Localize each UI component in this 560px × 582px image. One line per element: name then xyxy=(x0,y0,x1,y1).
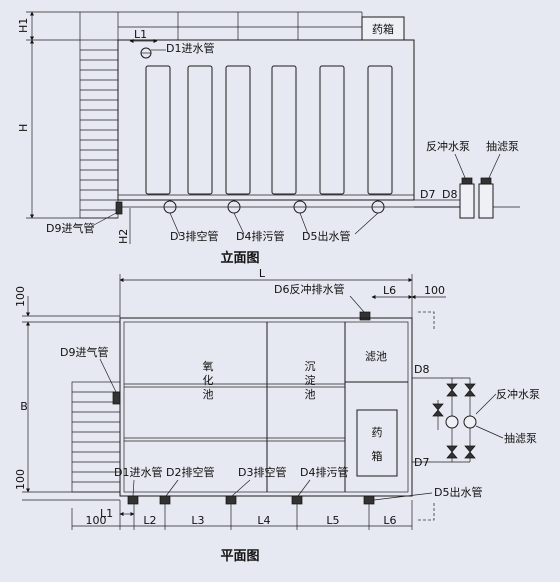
plan-stairs xyxy=(71,381,121,493)
plan-l1-dim: L1 xyxy=(100,507,113,520)
elevation-h2-dim: H2 xyxy=(117,229,130,244)
plan-pump-piping xyxy=(412,311,477,521)
plan-d9-stub xyxy=(112,391,121,405)
svg-text:箱: 箱 xyxy=(372,449,383,463)
svg-text:沉: 沉 xyxy=(305,360,316,373)
elevation-d9-label: D9进气管 xyxy=(46,221,94,235)
elevation-medicine-box-label: 药箱 xyxy=(372,22,394,36)
plan-left-100-dim: 100 xyxy=(14,469,27,490)
plan-backwash-pump-label: 反冲水泵 xyxy=(496,387,540,401)
plan-caption: 平面图 xyxy=(220,549,259,564)
elevation-filter-pump-label: 抽滤泵 xyxy=(486,139,519,153)
plan-l4-dim: L4 xyxy=(257,514,270,527)
plan-d7-label: D7 xyxy=(414,456,429,469)
plan-bottom-outlets xyxy=(127,495,375,505)
svg-text:药: 药 xyxy=(372,426,383,439)
svg-text:氧: 氧 xyxy=(203,359,214,373)
elevation-d9-stub xyxy=(115,201,123,215)
plan-oxidation-tank-label: 氧 化 池 xyxy=(203,359,214,401)
plan-l-dim: L xyxy=(259,267,266,280)
plan-sedimentation-tank-label: 沉 淀 池 xyxy=(305,360,316,401)
elevation-d1-label: D1进水管 xyxy=(166,41,214,55)
svg-text:池: 池 xyxy=(203,388,214,401)
elevation-d5-label: D5出水管 xyxy=(302,229,350,243)
plan-d4-label: D4排污管 xyxy=(300,465,348,479)
plan-medicine-box xyxy=(356,409,398,477)
elevation-railing xyxy=(79,11,363,40)
elevation-h-dim: H xyxy=(17,124,30,132)
plan-d6-outlet xyxy=(359,311,371,321)
plan-right-100-dim: 100 xyxy=(424,284,445,297)
elevation-view: 药箱 D1进水管 L1 xyxy=(17,11,520,266)
plan-bottom-100-dim: 100 xyxy=(86,514,107,527)
elevation-medicine-box xyxy=(361,16,405,41)
elevation-d4-label: D4排污管 xyxy=(236,229,284,243)
plan-d2-label: D2排空管 xyxy=(166,465,214,479)
elevation-d7-label: D7 xyxy=(420,188,435,201)
elevation-d3-label: D3排空管 xyxy=(170,229,218,243)
plan-l6-bottom-dim: L6 xyxy=(383,514,396,527)
plan-l6-top-dim: L6 xyxy=(383,284,396,297)
plan-l3-dim: L3 xyxy=(191,514,204,527)
svg-text:池: 池 xyxy=(305,388,316,401)
elevation-backwash-pump-label: 反冲水泵 xyxy=(426,139,470,153)
elevation-modules xyxy=(145,65,393,195)
elevation-h1-dim: H1 xyxy=(17,18,30,33)
plan-tank-inner xyxy=(123,321,409,493)
elevation-pumps xyxy=(459,177,520,219)
elevation-tank-body xyxy=(117,39,415,201)
svg-text:化: 化 xyxy=(203,373,214,387)
plan-top-100-dim: 100 xyxy=(14,286,27,307)
plan-d5-label: D5出水管 xyxy=(434,485,482,499)
elevation-stairs xyxy=(79,39,119,219)
plan-d6-label: D6反冲排水管 xyxy=(274,282,344,296)
plan-d1-label: D1进水管 xyxy=(114,465,162,479)
plan-d3-label: D3排空管 xyxy=(238,465,286,479)
plan-filter-tank-label: 滤池 xyxy=(365,350,387,363)
plan-l5-dim: L5 xyxy=(326,514,339,527)
plan-l2-dim: L2 xyxy=(143,514,156,527)
elevation-l1-dim: L1 xyxy=(134,28,147,41)
elevation-caption: 立面图 xyxy=(220,250,259,266)
plan-filter-pump-label: 抽滤泵 xyxy=(504,431,537,445)
plan-view: L L6 100 D6反冲排水管 100 B 100 氧 化 xyxy=(14,267,540,564)
plan-d8-label: D8 xyxy=(414,363,429,376)
svg-text:淀: 淀 xyxy=(305,373,316,387)
plan-medicine-box-label: 药 箱 xyxy=(372,426,383,463)
plan-d9-label: D9进气管 xyxy=(60,345,108,359)
plan-b-dim: B xyxy=(20,400,28,413)
elevation-d8-label: D8 xyxy=(442,188,457,201)
